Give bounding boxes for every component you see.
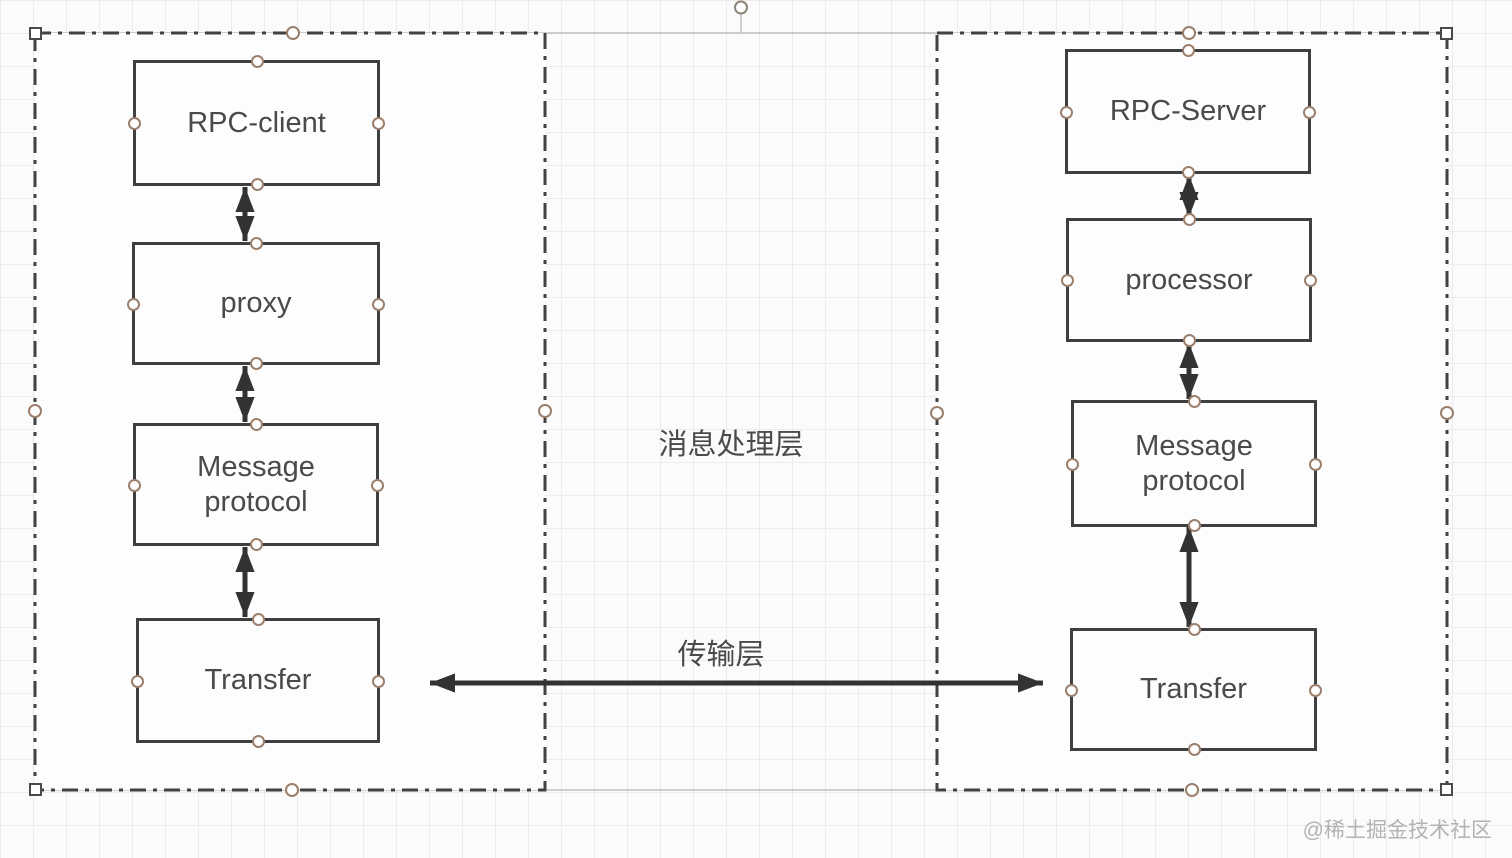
- connection-point-server-container-left[interactable]: [930, 406, 944, 420]
- node-transfer-server[interactable]: Transfer: [1065, 623, 1322, 756]
- connection-point-bottom[interactable]: [1188, 519, 1201, 532]
- rotation-handle[interactable]: [734, 0, 748, 15]
- connection-point-right[interactable]: [372, 117, 385, 130]
- node-message-protocol-server[interactable]: Message protocol: [1066, 395, 1322, 532]
- node-rpc-server-label: RPC-Server: [1109, 95, 1267, 128]
- connection-point-top[interactable]: [1183, 213, 1196, 226]
- connection-point-left[interactable]: [128, 117, 141, 130]
- connection-point-server-container-top[interactable]: [1182, 26, 1196, 40]
- connection-point-top[interactable]: [252, 613, 265, 626]
- connection-point-right[interactable]: [371, 478, 384, 492]
- connection-point-right[interactable]: [1309, 683, 1322, 697]
- node-rpc-server[interactable]: RPC-Server: [1060, 44, 1316, 179]
- connection-point-left[interactable]: [127, 297, 140, 311]
- connection-point-bottom[interactable]: [1182, 166, 1195, 179]
- connection-point-top[interactable]: [250, 237, 263, 250]
- resize-handle-bottom-left[interactable]: [29, 783, 42, 796]
- connection-point-top[interactable]: [1187, 623, 1201, 636]
- node-proxy[interactable]: proxy: [127, 237, 385, 370]
- resize-handle-bottom-right[interactable]: [1440, 783, 1453, 796]
- connection-point-right[interactable]: [1309, 457, 1322, 471]
- connection-point-left[interactable]: [1060, 105, 1073, 119]
- connection-point-server-container-bottom[interactable]: [1185, 783, 1199, 797]
- connection-point-top[interactable]: [250, 55, 264, 68]
- connection-point-client-container-bottom[interactable]: [285, 783, 299, 797]
- connection-point-bottom[interactable]: [252, 735, 265, 748]
- connection-point-bottom[interactable]: [1183, 334, 1196, 347]
- resize-handle-top-right[interactable]: [1440, 27, 1453, 40]
- node-rpc-client-label: RPC-client: [187, 106, 326, 139]
- connection-point-right[interactable]: [372, 297, 385, 311]
- connection-point-client-container-right[interactable]: [538, 404, 552, 418]
- node-message-protocol-client-label: Message protocol: [197, 451, 315, 518]
- connection-point-right[interactable]: [1304, 274, 1317, 287]
- connection-point-bottom[interactable]: [250, 538, 263, 551]
- node-proxy-label: proxy: [220, 287, 292, 320]
- connection-point-left[interactable]: [1061, 274, 1074, 287]
- node-transfer-server-label: Transfer: [1140, 673, 1247, 706]
- connection-point-server-container-right[interactable]: [1440, 406, 1454, 420]
- label-transport-layer: 传输层: [677, 639, 765, 671]
- connection-point-client-container-left[interactable]: [28, 404, 42, 418]
- connection-point-top[interactable]: [1182, 44, 1195, 57]
- connection-point-top[interactable]: [1188, 395, 1201, 408]
- connection-point-left[interactable]: [128, 478, 141, 492]
- node-rpc-client[interactable]: RPC-client: [128, 55, 385, 191]
- connection-point-bottom[interactable]: [250, 178, 264, 191]
- connection-point-top[interactable]: [250, 418, 263, 431]
- node-processor[interactable]: processor: [1061, 213, 1317, 347]
- connection-point-bottom[interactable]: [1187, 743, 1201, 756]
- connection-point-left[interactable]: [1066, 457, 1079, 471]
- node-message-protocol-server-label: Message protocol: [1135, 430, 1253, 497]
- connection-point-left[interactable]: [131, 674, 144, 688]
- connection-point-left[interactable]: [1065, 683, 1078, 697]
- node-message-protocol-client[interactable]: Message protocol: [128, 418, 384, 551]
- connection-point-bottom[interactable]: [250, 357, 263, 370]
- connection-point-client-container-top[interactable]: [286, 26, 300, 40]
- label-message-processing-layer: 消息处理层: [658, 429, 804, 461]
- connection-point-right[interactable]: [372, 674, 385, 688]
- node-transfer-client[interactable]: Transfer: [131, 613, 385, 748]
- connection-point-right[interactable]: [1303, 105, 1316, 119]
- node-transfer-client-label: Transfer: [204, 664, 312, 697]
- node-processor-label: processor: [1125, 263, 1253, 296]
- watermark-text: @稀土掘金技术社区: [1302, 819, 1492, 842]
- resize-handle-top-left[interactable]: [29, 27, 42, 40]
